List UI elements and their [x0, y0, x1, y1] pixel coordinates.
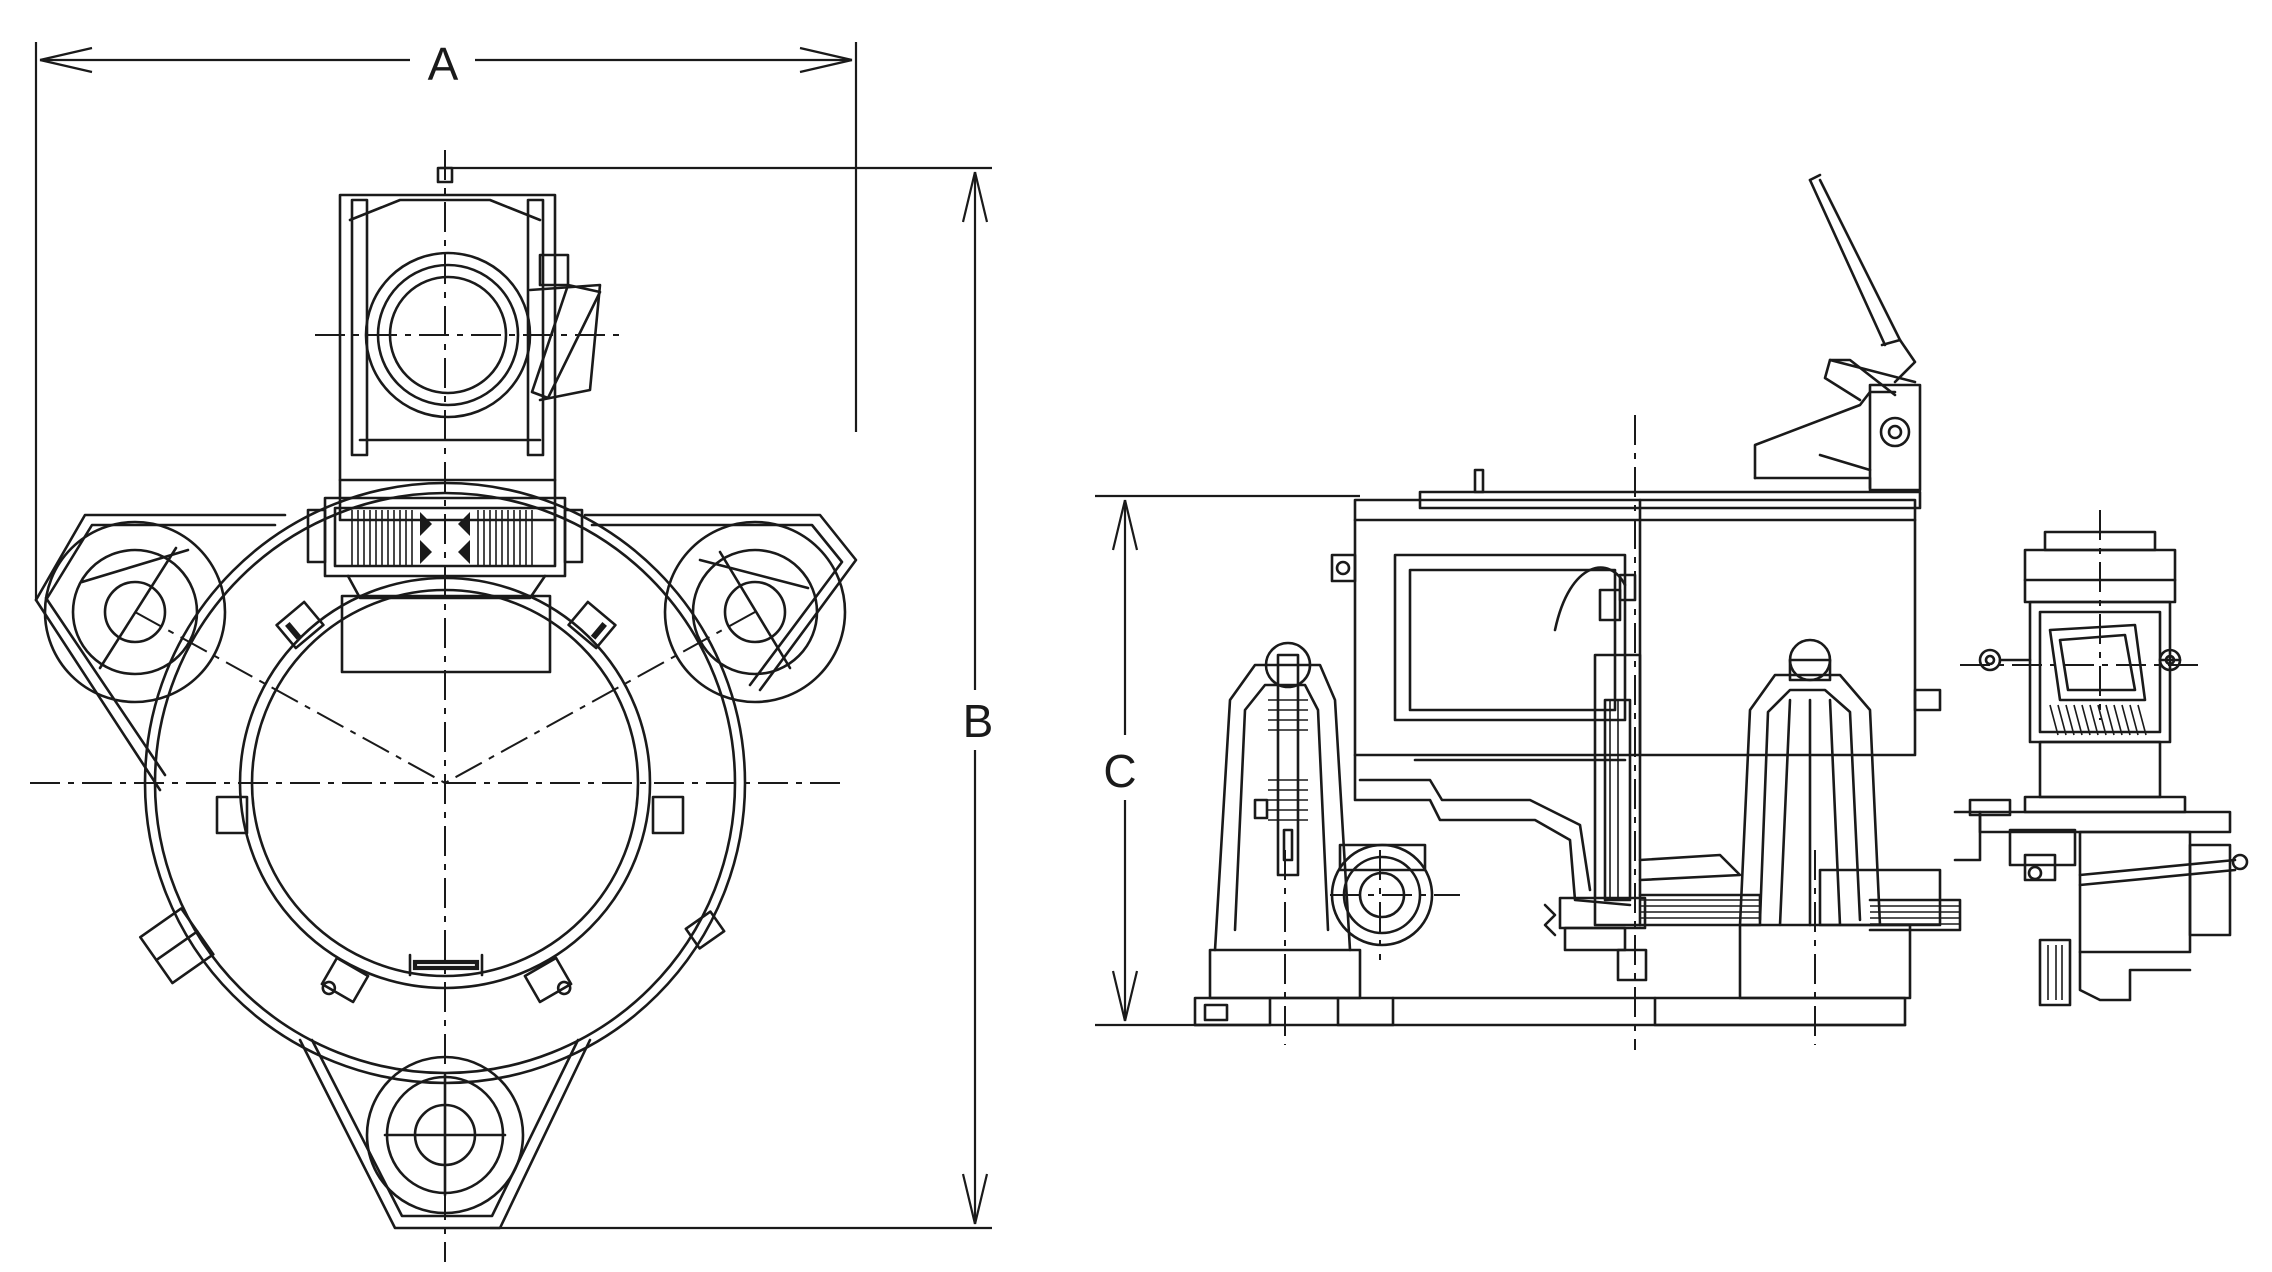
plan-view: A B [30, 38, 993, 1262]
motor-fins [2049, 704, 2147, 736]
lid-clamps [138, 600, 726, 1004]
dimension-b [440, 166, 992, 1230]
dimension-a [34, 42, 858, 600]
isolator-right [663, 520, 847, 704]
coil-springs-left [351, 510, 413, 565]
shaft-area [1543, 853, 1962, 982]
bottom-pulley [1330, 843, 1434, 947]
side-view: C [1095, 173, 2249, 1050]
dimension-b-label: B [963, 695, 994, 747]
centrifuge-housing [1330, 498, 1942, 927]
base-plate [1193, 868, 1942, 1027]
dimension-c-label: C [1103, 745, 1136, 797]
plan-center-lines [30, 150, 845, 1262]
coupling-plan [306, 496, 584, 674]
isolator-bottom [365, 1055, 525, 1215]
suspension-column-right [1738, 638, 1882, 927]
coil-springs-right [477, 510, 533, 565]
drive-motor [1953, 530, 2249, 1007]
dimension-c [1095, 494, 1360, 1027]
lid-and-handle [1418, 173, 1922, 510]
gearbox-plan [338, 166, 602, 522]
dimension-a-label: A [428, 38, 459, 90]
suspension-column-left [1213, 641, 1352, 952]
